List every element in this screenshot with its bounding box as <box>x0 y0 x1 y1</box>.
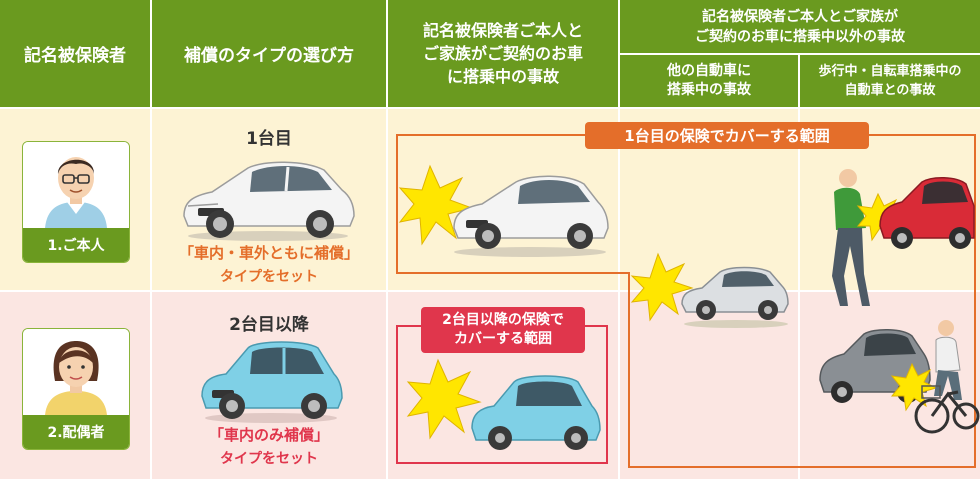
woman-avatar-icon <box>23 329 129 415</box>
divider <box>0 290 980 292</box>
white-car-icon <box>183 161 355 241</box>
divider <box>618 109 620 479</box>
first-car-coverage-bottom <box>628 272 976 468</box>
second-car-coverage-badge: 2台目以降の保険で カバーする範囲 <box>421 307 585 353</box>
header-in-car-line2: ご家族がご契約のお車 <box>422 44 583 63</box>
man-avatar-icon <box>23 142 129 228</box>
person-label-self: 1.ご本人 <box>23 228 129 262</box>
second-badge-line2: カバーする範囲 <box>454 331 552 347</box>
person-card-self: 1.ご本人 <box>22 141 130 263</box>
white-car-crash-icon <box>398 164 609 257</box>
first-car-coverage-badge: 1台目の保険でカバーする範囲 <box>585 122 869 149</box>
header-pedestrian: 歩行中・自転車搭乗中の 自動車との事故 <box>800 55 980 107</box>
header-other-car-line1: 他の自動車に <box>667 63 751 79</box>
header-other-car-line2: 搭乗中の事故 <box>667 82 751 98</box>
silver-car-crash-icon <box>630 252 789 328</box>
header-insured: 記名被保険者 <box>0 0 150 107</box>
header-in-car-accident: 記名被保険者ご本人と ご家族がご契約のお車 に搭乗中の事故 <box>388 0 618 107</box>
type-label-second: 「車内のみ補償」 <box>208 426 329 444</box>
header-in-car-line1: 記名被保険者ご本人と <box>422 21 583 40</box>
header-other-accident: 記名被保険者ご本人とご家族が ご契約のお車に搭乗中以外の事故 <box>620 0 980 53</box>
type-label-first: 「車内・車外ともに補償」 <box>178 244 359 262</box>
type-suffix-first: タイプをセット <box>220 269 318 285</box>
type-suffix-second: タイプをセット <box>220 451 318 467</box>
header-type-selection: 補償のタイプの選び方 <box>152 0 386 107</box>
divider <box>386 109 388 479</box>
header-pedestrian-line2: 自動車との事故 <box>844 83 936 98</box>
person-card-spouse: 2.配偶者 <box>22 328 130 450</box>
header-in-car-line3: に搭乗中の事故 <box>446 67 559 86</box>
header-other-car: 他の自動車に 搭乗中の事故 <box>620 55 798 107</box>
blue-car-icon <box>201 341 343 423</box>
header-insured-text: 記名被保険者 <box>24 46 126 66</box>
blue-car-crash-icon <box>406 358 601 450</box>
car-title-second: 2台目以降 <box>229 315 309 335</box>
car-title-first: 1台目 <box>246 129 292 149</box>
header-pedestrian-line1: 歩行中・自転車搭乗中の <box>818 64 962 79</box>
person-label-spouse: 2.配偶者 <box>23 415 129 449</box>
header-type-selection-text: 補償のタイプの選び方 <box>184 46 354 66</box>
divider <box>798 109 800 479</box>
bicycle-accident-icon <box>819 320 980 434</box>
second-badge-line1: 2台目以降の保険で <box>442 312 564 328</box>
header-other-line1: 記名被保険者ご本人とご家族が <box>702 8 898 25</box>
divider <box>150 109 152 479</box>
first-car-coverage-connector <box>396 272 630 274</box>
header-other-line2: ご契約のお車に搭乗中以外の事故 <box>695 28 905 45</box>
pedestrian-accident-icon <box>832 169 975 306</box>
